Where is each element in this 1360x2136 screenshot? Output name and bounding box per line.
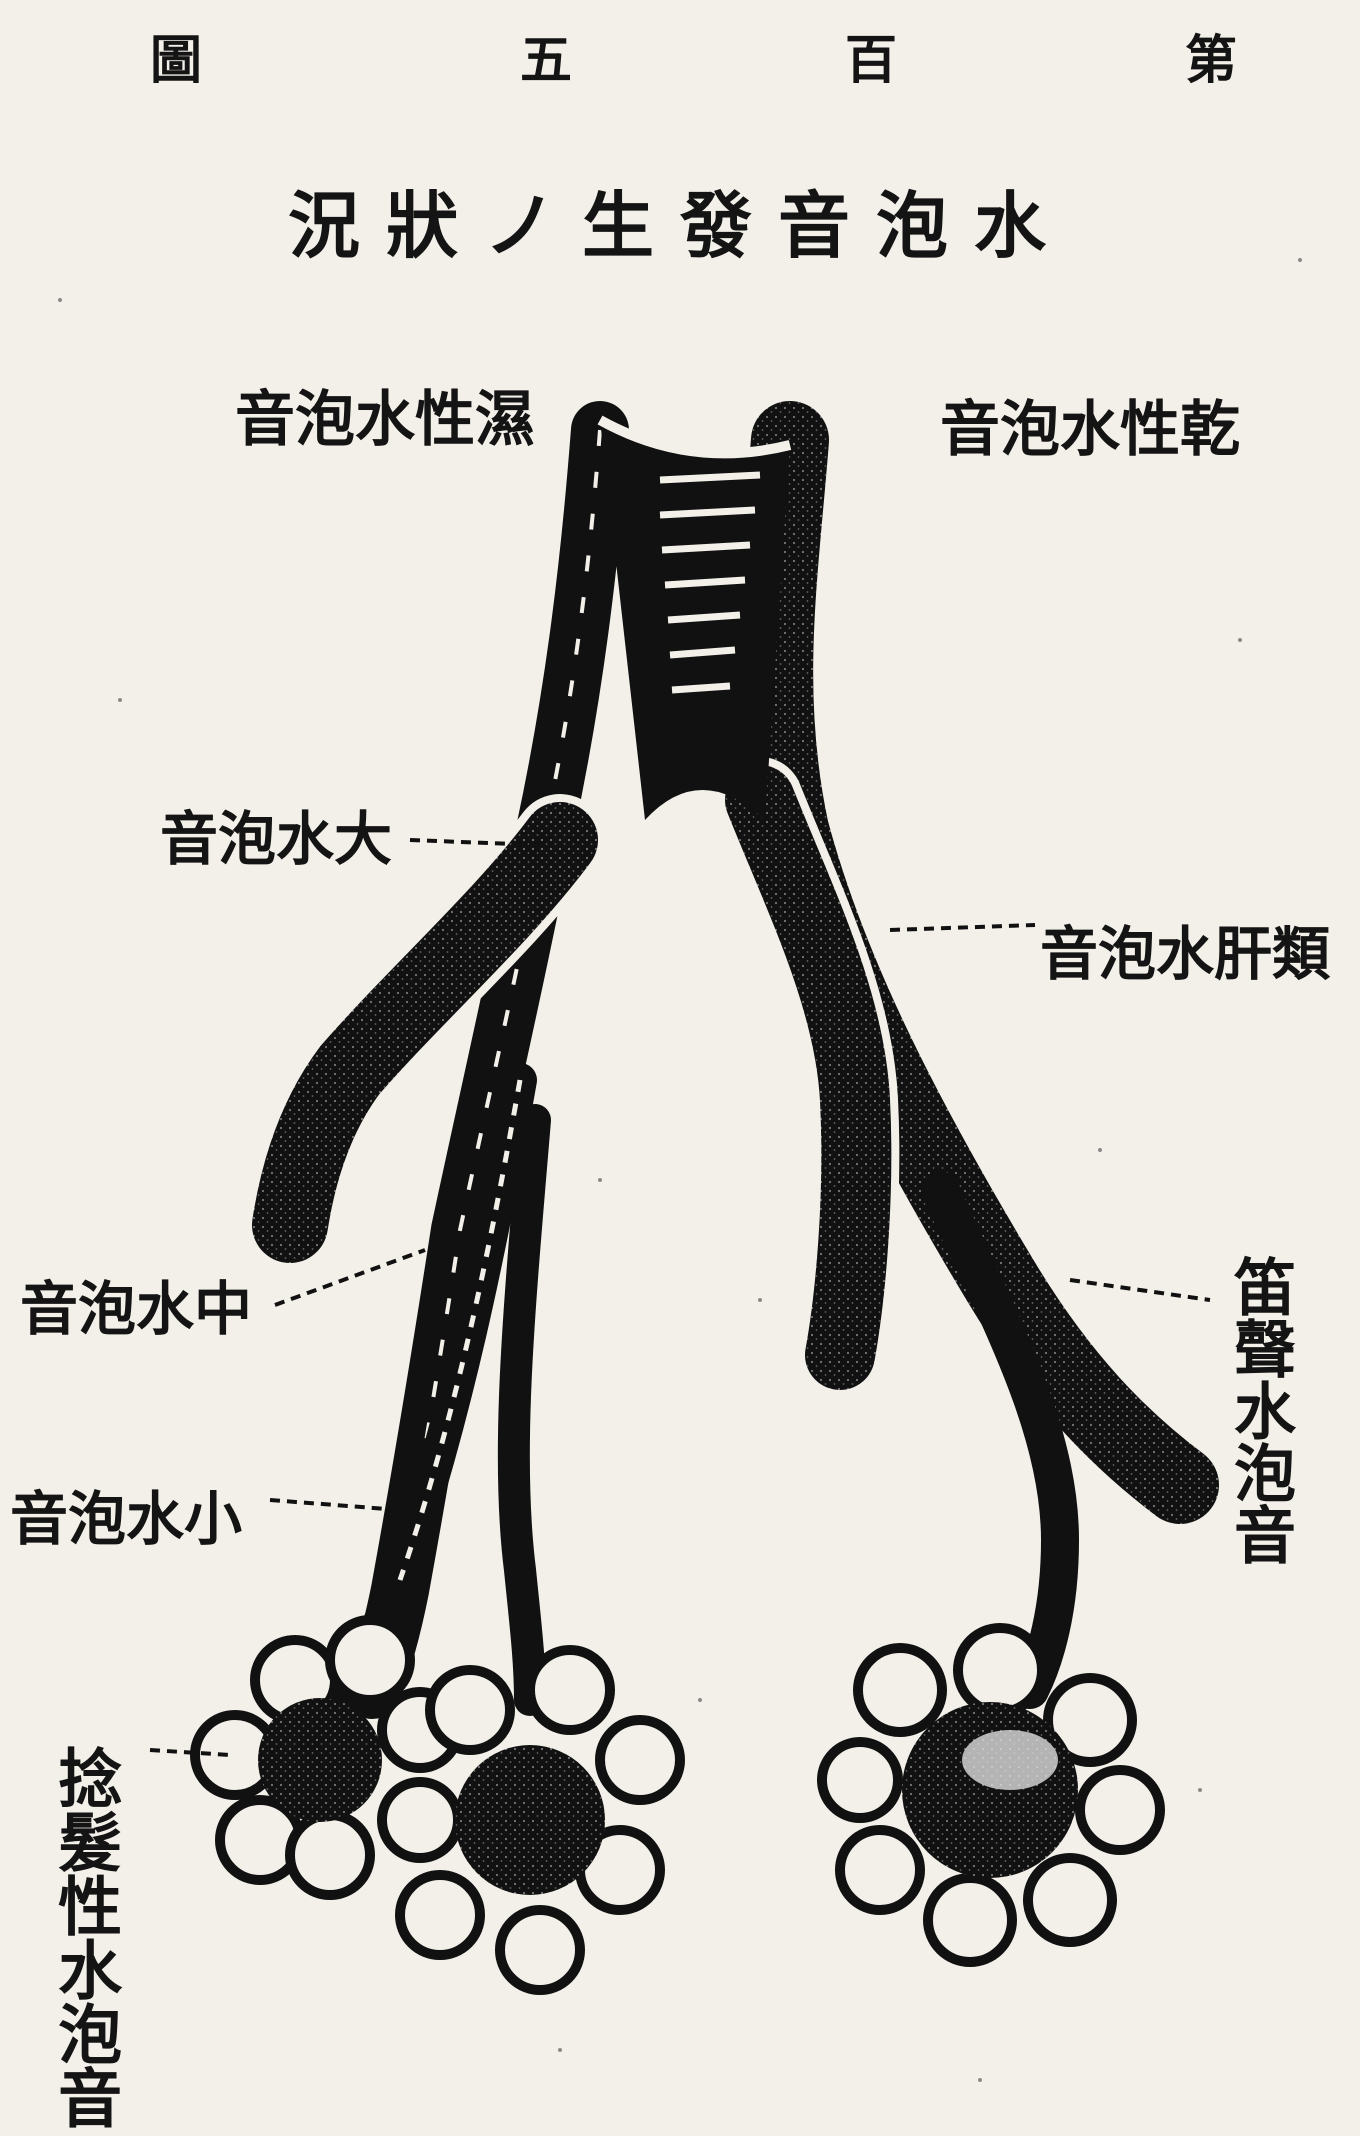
figure-title: 水泡音發生ノ狀況 (0, 190, 1360, 262)
alveolus-cluster-middle (382, 1650, 680, 1990)
small-branch-right (514, 1120, 535, 1700)
leader-small (270, 1500, 400, 1510)
label-crepitant: 捻髮性水泡音 (50, 1745, 119, 2129)
bubble-highlight (962, 1730, 1058, 1790)
right-bronchus (760, 440, 1180, 1690)
leader-subcrepitant (890, 925, 1035, 930)
label-subcrepitant: 類肝水泡音 (1040, 925, 1330, 983)
label-dry-rales: 乾性水泡音 (940, 400, 1240, 460)
leader-whistle (1070, 1280, 1210, 1300)
trachea-top (600, 420, 790, 820)
left-bronchus (290, 430, 600, 1700)
label-large-bubble: 大水泡音 (160, 810, 392, 868)
header-char-2: 五 (520, 35, 572, 87)
header-char-1: 圖 (150, 35, 202, 87)
label-small-bubble: 小水泡音 (10, 1490, 242, 1548)
label-medium-bubble: 中水泡音 (20, 1280, 252, 1338)
label-whistling: 笛聲水泡音 (1225, 1255, 1292, 1565)
label-wet-rales: 濕性水泡音 (235, 390, 535, 450)
alveolus-cluster-right (822, 1628, 1160, 1962)
header-char-3: 百 (845, 35, 897, 87)
header-char-4: 第 (1185, 35, 1237, 87)
